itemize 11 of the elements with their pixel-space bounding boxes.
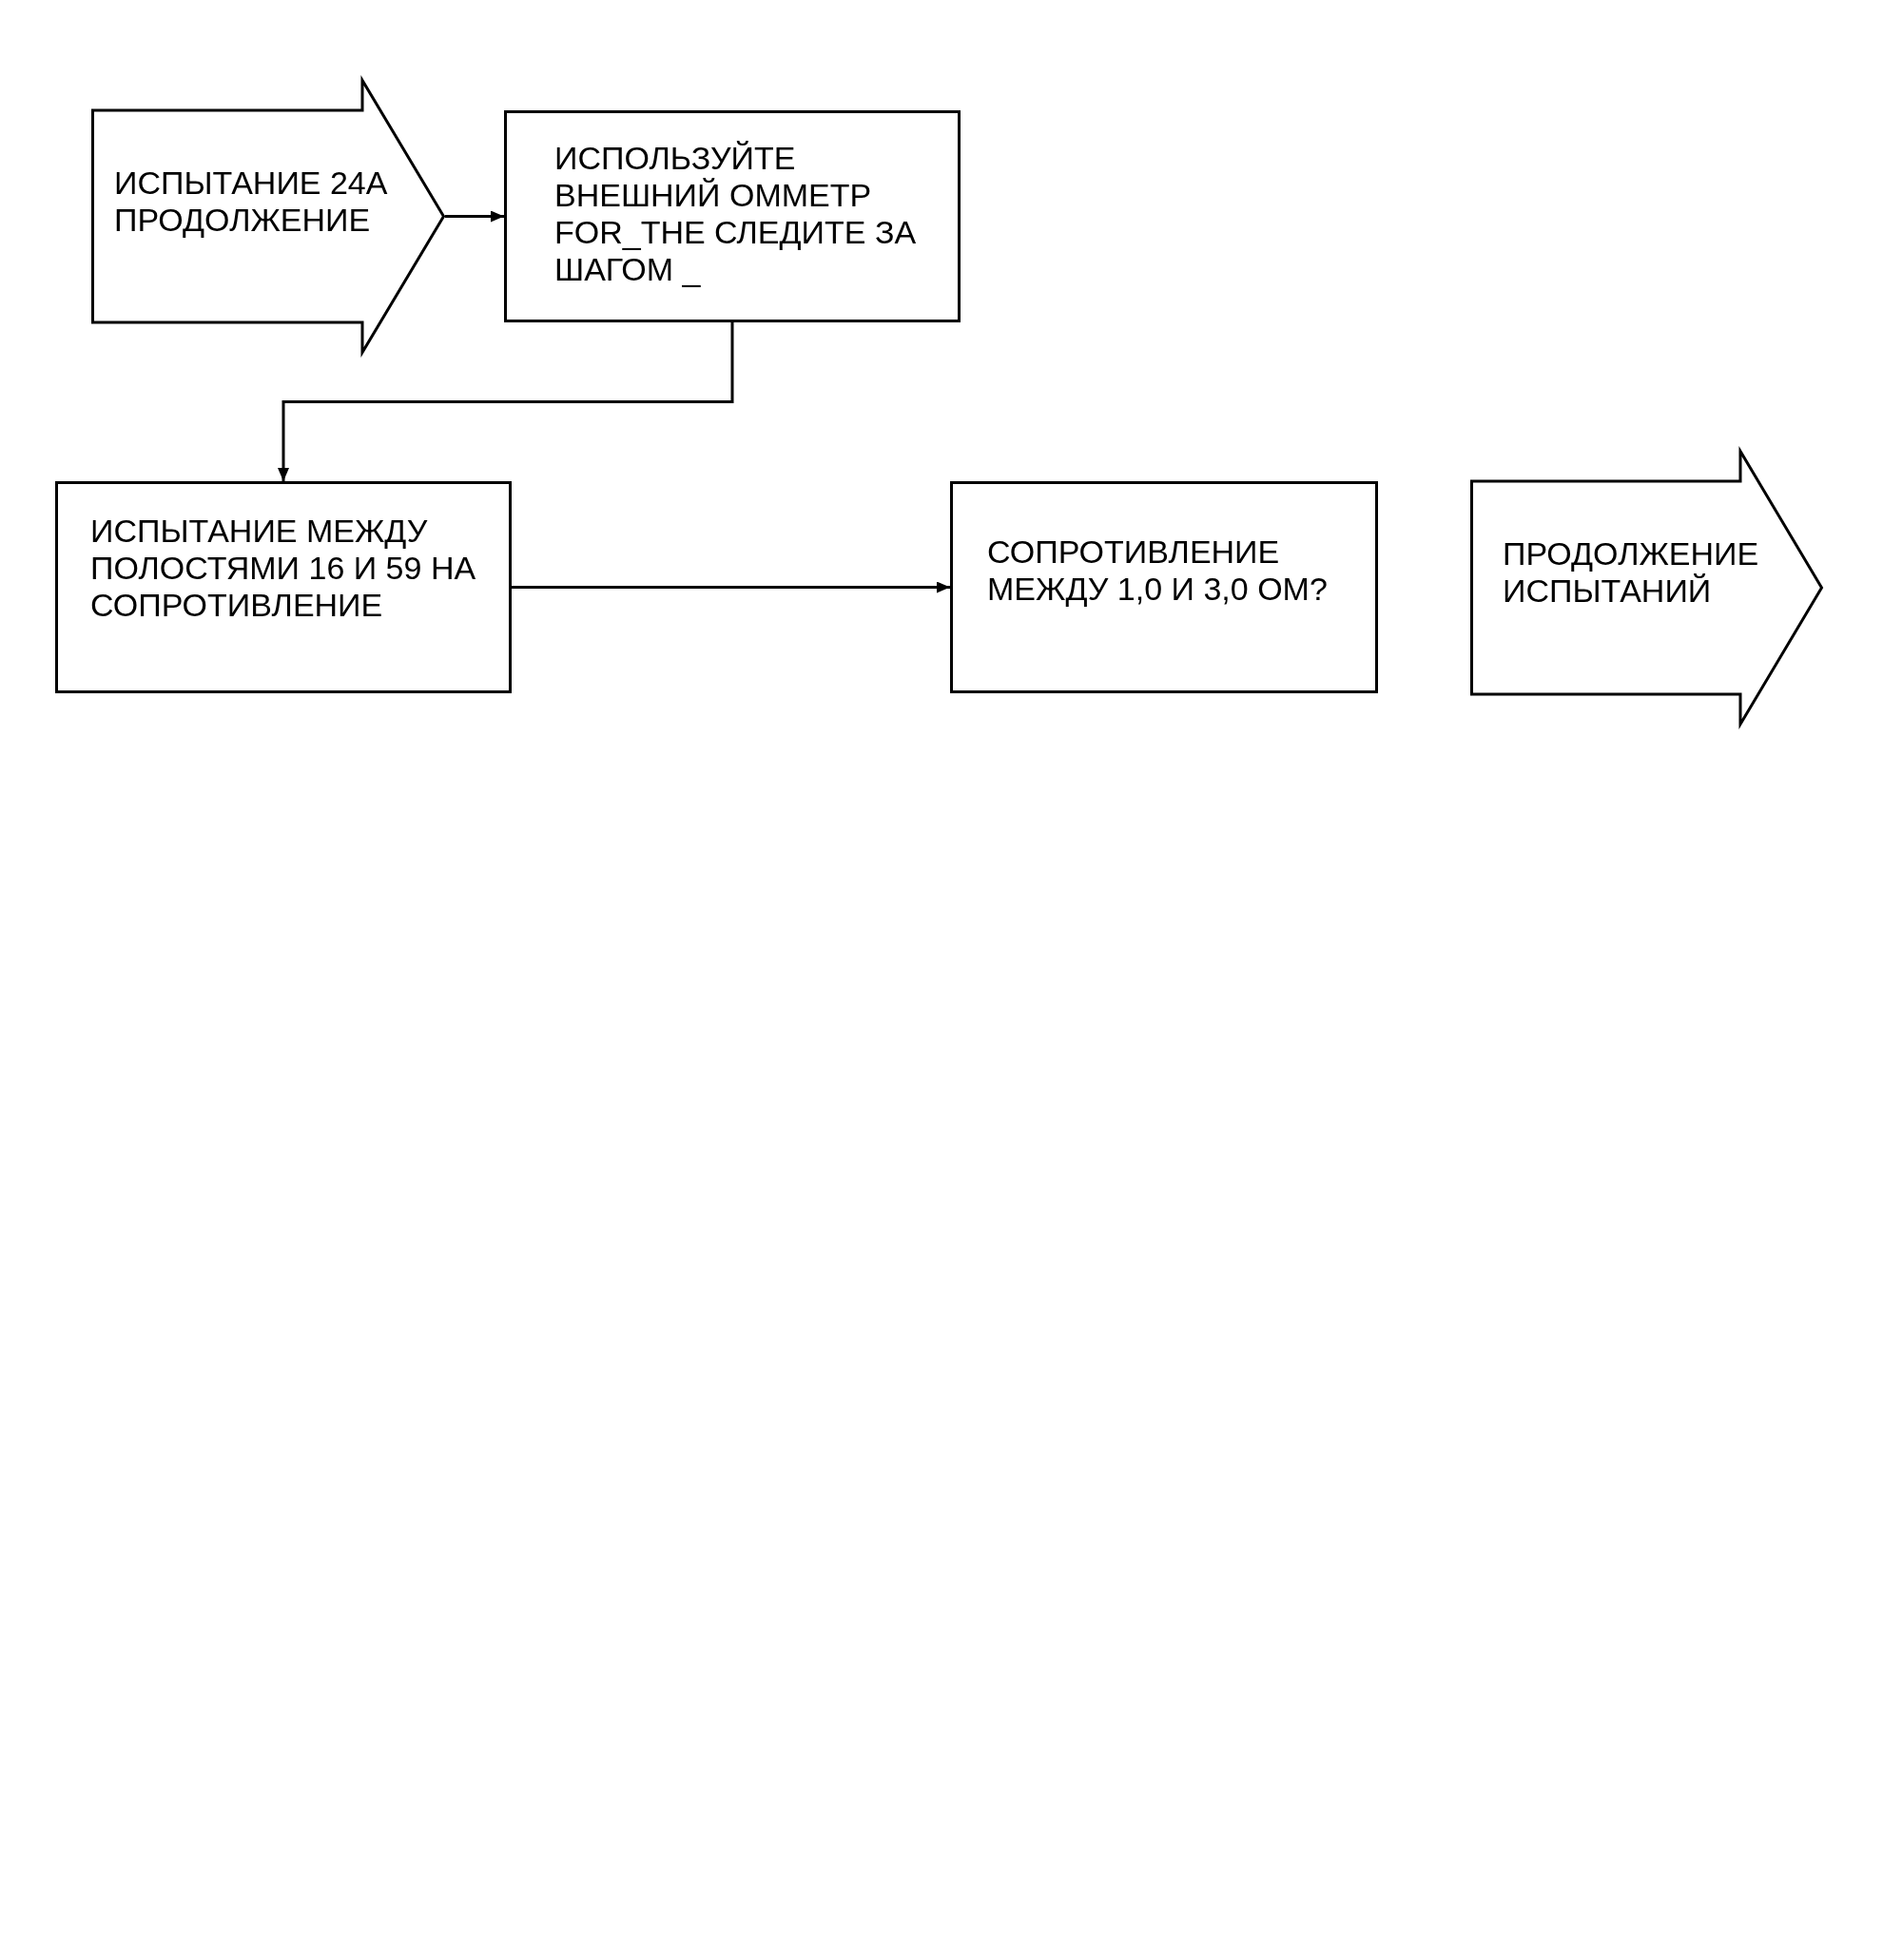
- process-box: [55, 481, 512, 693]
- process-box: [950, 481, 1378, 693]
- arrow: [278, 322, 734, 481]
- step-text: ИСПЫТАНИЕ 24A ПРОДОЛЖЕНИЕ: [114, 165, 388, 239]
- arrow: [512, 581, 950, 593]
- arrow: [445, 210, 504, 223]
- step-text: ПРОДОЛЖЕНИЕ ИСПЫТАНИЙ: [1503, 535, 1760, 610]
- step-text: ИСПЫТАНИЕ МЕЖДУ ПОЛОСТЯМИ 16 И 59 НА СОПРОТИВЛЕНИЕ: [90, 513, 477, 624]
- process-box: [504, 110, 961, 322]
- step-text: СОПРОТИВЛЕНИЕ МЕЖДУ 1,0 И 3,0 ОМ?: [987, 534, 1329, 608]
- step-text: ИСПОЛЬЗУЙТЕ ВНЕШНИЙ ОММЕТР FOR_THE СЛЕДИТЕ ЗА ШАГОМ _: [554, 140, 918, 288]
